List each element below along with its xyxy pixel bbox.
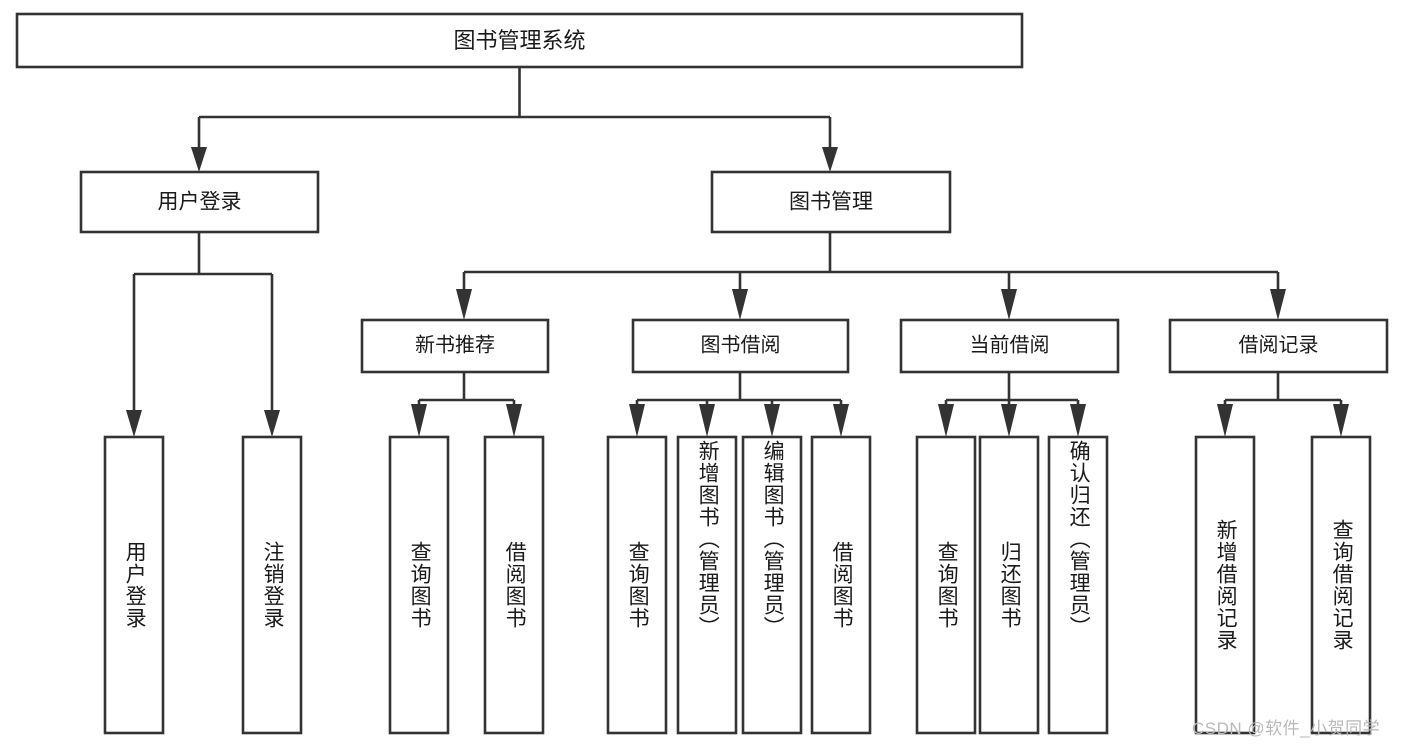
arrow-leaf-borrow-book-1 (506, 404, 522, 437)
node-current-borrow-box[interactable] (899, 318, 1120, 374)
arrow-leaf-confirm-return (1070, 404, 1086, 437)
leaf-box-add-record[interactable] (1194, 435, 1256, 735)
arrow-leaf-borrow-book-2 (833, 404, 849, 437)
leaf-box-query-book-3[interactable] (915, 435, 977, 735)
arrow-current-borrow (1001, 289, 1017, 320)
node-borrow-record-label: 借阅记录 (1239, 333, 1319, 356)
arrow-borrow-record (1270, 289, 1286, 320)
node-user-login-box[interactable] (79, 170, 320, 234)
leaf-box-confirm-return[interactable] (1047, 435, 1109, 735)
connector-group-book-management (456, 232, 1286, 320)
node-borrow-record-box[interactable] (1168, 318, 1389, 374)
arrow-leaf-add-book (699, 404, 715, 437)
node-book-borrow-box[interactable] (631, 318, 850, 374)
leaf-box-borrow-book-2[interactable] (810, 435, 872, 735)
node-new-book-recommend[interactable]: 新书推荐 (360, 318, 550, 374)
node-current-borrow-label: 当前借阅 (970, 333, 1050, 356)
leaf-boxes-group (103, 435, 1372, 735)
arrow-leaf-query-record (1333, 404, 1349, 437)
arrow-leaf-user-login (126, 410, 142, 437)
leaf-box-add-book[interactable] (676, 435, 738, 735)
arrow-leaf-logout-login (264, 410, 280, 437)
leaf-box-query-book-1[interactable] (388, 435, 450, 735)
arrow-leaf-query-book-2 (629, 404, 645, 437)
connector-group-user-login (126, 232, 280, 437)
node-new-book-recommend-box[interactable] (360, 318, 550, 374)
node-book-management[interactable]: 图书管理 (710, 170, 952, 234)
connector-group-book-borrow (629, 372, 849, 437)
leaf-box-return-book[interactable] (978, 435, 1040, 735)
node-borrow-record[interactable]: 借阅记录 (1168, 318, 1389, 374)
connector-group-borrow-record (1217, 372, 1349, 437)
connector-group-current-borrow (938, 372, 1086, 437)
node-root[interactable]: 图书管理系统 (15, 12, 1024, 69)
node-book-management-box[interactable] (710, 170, 952, 234)
node-root-box[interactable] (15, 12, 1024, 69)
arrow-user-login (191, 147, 207, 172)
connector-group-new-book-recommend (411, 372, 522, 437)
arrow-leaf-edit-book (764, 404, 780, 437)
leaf-box-query-book-2[interactable] (606, 435, 668, 735)
node-book-management-label: 图书管理 (789, 191, 873, 214)
leaf-box-logout-login[interactable] (241, 435, 303, 735)
arrow-leaf-query-book-1 (411, 404, 427, 437)
node-current-borrow[interactable]: 当前借阅 (899, 318, 1120, 374)
arrow-leaf-return-book (1001, 404, 1017, 437)
leaf-box-user-login[interactable] (103, 435, 165, 735)
leaf-box-query-record[interactable] (1310, 435, 1372, 735)
connector-group-root (191, 67, 838, 172)
node-user-login-label: 用户登录 (158, 191, 242, 214)
arrow-leaf-add-record (1217, 404, 1233, 437)
watermark-label: CSDN @软件_小贺同学 (1192, 719, 1381, 738)
node-book-borrow-label: 图书借阅 (701, 333, 781, 356)
arrow-leaf-query-book-3 (938, 404, 954, 437)
arrow-book-borrow (732, 289, 748, 320)
node-root-label: 图书管理系统 (453, 28, 585, 53)
leaf-box-edit-book[interactable] (741, 435, 803, 735)
node-user-login[interactable]: 用户登录 (79, 170, 320, 234)
node-new-book-recommend-label: 新书推荐 (415, 333, 495, 356)
arrow-book-management (822, 147, 838, 172)
arrow-new-book-recommend (456, 289, 472, 320)
node-book-borrow[interactable]: 图书借阅 (631, 318, 850, 374)
leaf-box-borrow-book-1[interactable] (483, 435, 545, 735)
